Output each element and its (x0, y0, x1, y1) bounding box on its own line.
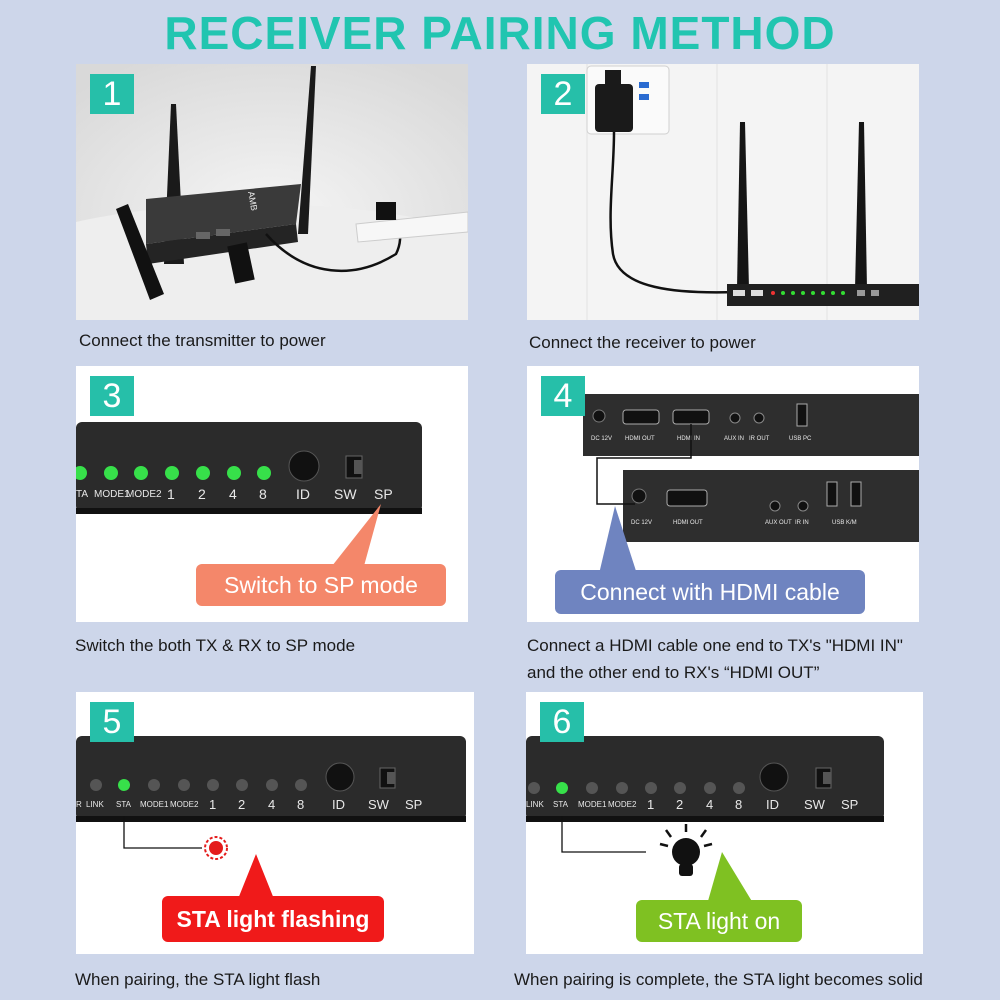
step-number: 1 (90, 74, 134, 114)
step-number: 6 (540, 702, 584, 742)
lightbulb-icon (659, 824, 713, 876)
sw-label: SW (804, 797, 826, 812)
step-5-image: 5 R LINK STA MODE1 MODE2 1 2 4 8 ID SW S… (76, 692, 474, 954)
tx-aux-in-label: AUX IN (724, 436, 744, 442)
callout-switch-sp: Switch to SP mode (196, 564, 446, 606)
tx-hdmi-out-label: HDMI OUT (625, 436, 655, 442)
rx-ir-in-label: IR IN (795, 520, 809, 526)
step-3-image: 3 TA MODE1 MODE2 1 2 4 8 ID SW SP Switch… (76, 366, 468, 622)
led-label-4: 4 (706, 797, 713, 812)
step-4-caption-line2: and the other end to RX's “HDMI OUT” (527, 663, 820, 682)
led-label-1: 1 (167, 486, 175, 502)
led-label-1: 1 (647, 797, 654, 812)
step-4-caption-line1: Connect a HDMI cable one end to TX's "HD… (527, 636, 903, 655)
rx-dc-label: DC 12V (631, 520, 652, 526)
led-label-2: 2 (198, 486, 206, 502)
led-label-1: 1 (209, 797, 216, 812)
tx-dc-label: DC 12V (591, 436, 612, 442)
id-label: ID (296, 486, 310, 502)
step-1-image: 1 AMB (76, 64, 468, 320)
led-label-mode2: MODE2 (608, 800, 637, 809)
step-6-image: 6 LINK STA MODE1 MODE2 1 2 4 8 ID SW SP (526, 692, 923, 954)
id-label: ID (332, 797, 345, 812)
step-number: 3 (90, 376, 134, 416)
led-label-8: 8 (259, 486, 267, 502)
front-panel-sp: TA MODE1 MODE2 1 2 4 8 ID SW SP (76, 422, 422, 566)
front-panel-flashing: R LINK STA MODE1 MODE2 1 2 4 8 ID SW SP (76, 736, 466, 904)
led-label-mode1: MODE1 (140, 800, 169, 809)
step-number: 2 (541, 74, 585, 114)
front-panel-solid: LINK STA MODE1 MODE2 1 2 4 8 ID SW SP (526, 736, 884, 908)
rear-panels-hdmi: DC 12V HDMI OUT HDMI IN AUX IN IR OUT US… (583, 394, 919, 574)
tx-usb-pc-label: USB PC (789, 436, 812, 442)
led-label-8: 8 (735, 797, 742, 812)
id-label: ID (766, 797, 779, 812)
led-label-2: 2 (676, 797, 683, 812)
led-label-r: R (76, 800, 82, 809)
led-label-sta: STA (116, 800, 132, 809)
transmitter-illustration: AMB (76, 64, 468, 320)
led-label-sta: TA (76, 489, 88, 500)
rx-hdmi-out-label: HDMI OUT (673, 520, 703, 526)
step-2-caption: Connect the receiver to power (529, 333, 756, 352)
step-1-caption: Connect the transmitter to power (79, 331, 326, 350)
flashing-light-icon (204, 836, 228, 860)
step-2-image: 2 (527, 64, 919, 320)
led-label-link: LINK (526, 800, 544, 809)
sp-label: SP (841, 797, 858, 812)
sp-label: SP (405, 797, 422, 812)
callout-sta-on: STA light on (636, 900, 802, 942)
step-6-caption: When pairing is complete, the STA light … (514, 970, 923, 989)
led-label-2: 2 (238, 797, 245, 812)
led-label-mode1: MODE1 (94, 489, 130, 500)
rx-aux-out-label: AUX OUT (765, 520, 792, 526)
led-label-4: 4 (229, 486, 237, 502)
led-label-sta: STA (553, 800, 569, 809)
receiver-illustration (527, 64, 919, 320)
led-label-mode2: MODE2 (126, 489, 162, 500)
sw-label: SW (334, 486, 357, 502)
led-label-mode2: MODE2 (170, 800, 199, 809)
led-label-4: 4 (268, 797, 275, 812)
tx-hdmi-in-label: HDMI IN (677, 436, 700, 442)
led-label-mode1: MODE1 (578, 800, 607, 809)
step-4-image: 4 DC 12V HDMI OUT HDMI IN AUX IN IR OUT … (527, 366, 919, 622)
callout-sta-flashing: STA light flashing (162, 896, 384, 942)
step-number: 4 (541, 376, 585, 416)
page-title: RECEIVER PAIRING METHOD (164, 7, 836, 59)
rx-usb-km-label: USB K/M (832, 520, 857, 526)
step-3-caption: Switch the both TX & RX to SP mode (75, 636, 356, 655)
step-number: 5 (90, 702, 134, 742)
callout-connect-hdmi: Connect with HDMI cable (555, 570, 865, 614)
tx-ir-out-label: IR OUT (749, 436, 770, 442)
led-label-8: 8 (297, 797, 304, 812)
brand-label: AMB (246, 191, 259, 212)
step-5-caption: When pairing, the STA light flash (75, 970, 321, 989)
sp-label: SP (374, 486, 393, 502)
sw-label: SW (368, 797, 390, 812)
led-label-link: LINK (86, 800, 104, 809)
